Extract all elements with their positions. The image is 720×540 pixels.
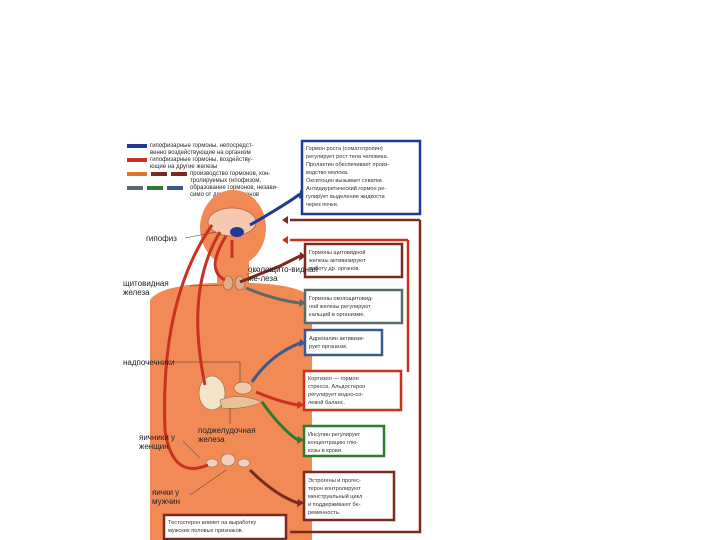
arrow-thyroid (239, 254, 301, 284)
box-growth-line4: водство молока. (306, 170, 349, 176)
legend-swatch-production-3 (171, 172, 187, 176)
box-insulin-line2: концентрацию глю- (308, 440, 358, 446)
box-parathyroid-line3: кальций в организме. (309, 311, 365, 318)
legend-swatch-green (147, 186, 163, 190)
reproductive-organs (205, 453, 251, 468)
box-cortisol-line1: Кортизол — гормон (308, 376, 359, 382)
box-parathyroid-line2: ной железы регулируют (309, 303, 371, 310)
box-estrogen-line5: ременность. (308, 510, 341, 516)
box-growth-line8: через почки. (306, 202, 339, 208)
box-estrogen-line1: Эстрогены и прогес- (308, 478, 361, 484)
box-testosterone-line2: мужских половых признаков. (168, 528, 244, 534)
box-adrenaline: Адреналин активизи- рует организм. (303, 328, 384, 357)
box-insulin-line3: козы в крови. (308, 448, 343, 454)
legend-swatch-production (127, 172, 147, 176)
box-insulin: Инсулин регулирует концентрацию глю- коз… (302, 424, 386, 458)
box-adrenaline-line1: Адреналин активизи- (309, 336, 365, 342)
legend-direct-line2: венно воздействующие на организм (150, 149, 251, 156)
pancreas-organ (219, 396, 263, 409)
box-thyroid: Гормоны щитовидной железы активизируют р… (303, 242, 404, 279)
arrowheads (282, 190, 306, 507)
legend-production-line2: тролируемых гипофизом, (190, 178, 261, 184)
legend-swatch-gray (127, 186, 143, 190)
legend-swatch-glands (127, 158, 147, 162)
box-testosterone: Тестостерон влияет на выработку мужских … (162, 513, 288, 540)
arrow-cortisol (255, 390, 299, 407)
box-insulin-line1: Инсулин регулирует (308, 432, 361, 438)
arrow-pituitary-ovaries (163, 224, 214, 470)
box-cortisol-line3: регулирует водно-со- (308, 392, 363, 398)
box-testosterone-line1: Тестостерон влияет на выработку (168, 520, 256, 526)
arrow-growth (249, 192, 301, 227)
arrow-insulin (260, 401, 299, 442)
box-cortisol-line4: левой баланс. (308, 399, 346, 406)
legend-direct-line1: гипофизарные гормоны, непосредст- (150, 143, 254, 149)
box-growth-line5: Окситоцин вызывает схватки. (306, 178, 384, 184)
arrow-adrenaline (250, 341, 301, 383)
box-estrogen-line2: терон контролируют (308, 486, 361, 492)
label-pituitary: гипофиз (146, 234, 177, 243)
box-thyroid-line2: железы активизируют (309, 258, 366, 264)
label-adrenal: надпочечники (123, 358, 175, 367)
box-estrogen-line3: менструальный цикл (308, 493, 362, 500)
box-estrogen-line4: и поддерживают бе- (308, 502, 361, 508)
legend-swatch-production-2 (151, 172, 167, 176)
legend-glands-line2: ющие на другие железы (150, 164, 217, 170)
thyroid-gland (222, 275, 246, 291)
box-growth-line2: регулирует рост тела человека. (306, 154, 389, 160)
box-growth-line6: Антидиуретический гормон ре- (306, 185, 386, 192)
box-growth-line7: гулирует выделение жидкости (306, 194, 385, 200)
label-leaders (172, 231, 259, 496)
legend: гипофизарные гормоны, непосредст- венно … (127, 143, 278, 198)
arrow-parathyroid (245, 286, 301, 305)
box-thyroid-line3: работу др. органов. (309, 266, 360, 272)
legend-production-line1: производство гормонов, кон- (190, 171, 270, 177)
arrow-pituitary-adrenal (196, 231, 222, 386)
brain-pituitary (207, 207, 257, 237)
legend-production-line3: образование гормонов, незави- (190, 185, 278, 191)
box-growth-line3: Пролактин обеспечивает произ- (306, 162, 389, 168)
legend-swatch-direct (127, 144, 147, 148)
legend-glands-line1: гипофизарные гормоны, воздейству- (150, 156, 253, 163)
hormone-arrows (163, 192, 422, 534)
arrow-pituitary-thyroid (213, 235, 228, 282)
box-growth: Гормон роста (соматотропин) регулирует р… (300, 139, 422, 216)
box-parathyroid-line1: Гормоны околощитовид- (309, 296, 373, 302)
box-estrogen: Эстрогены и прогес- терон контролируют м… (302, 470, 396, 522)
box-adrenaline-line2: рует организм. (309, 344, 348, 350)
arrow-estrogen (248, 468, 299, 505)
legend-swatch-blue (167, 186, 183, 190)
box-cortisol: Кортизол — гормон стресса. Альдостерон р… (302, 369, 403, 412)
box-parathyroid: Гормоны околощитовид- ной железы регулир… (303, 288, 404, 325)
box-thyroid-line1: Гормоны щитовидной (309, 249, 366, 256)
box-growth-line1: Гормон роста (соматотропин) (306, 146, 383, 152)
box-cortisol-line2: стресса. Альдостерон (308, 384, 365, 390)
